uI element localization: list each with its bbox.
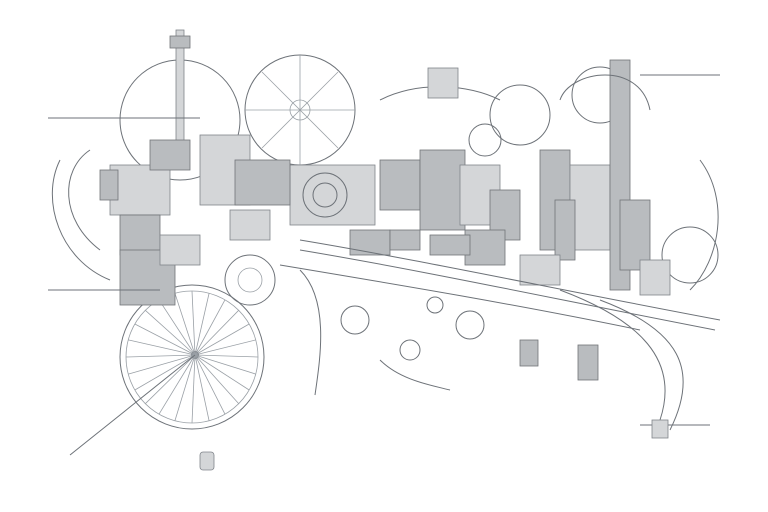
wheel-spoke [194,293,210,356]
wheel-spoke [145,354,196,404]
machine-block [159,234,201,266]
machine-block [389,229,421,251]
wheel-spoke [158,299,196,356]
gear [224,254,276,306]
wheel-spoke [134,323,196,356]
machine-block [379,159,421,211]
wheel-spoke [174,293,196,356]
engine-blocks [99,59,671,306]
machine-block [99,169,119,201]
wheel-spoke [158,354,196,415]
machine-block [464,229,506,266]
gear [340,305,370,335]
wheel-spoke [125,354,196,358]
wheel-spoke [128,339,196,356]
gear [489,84,551,146]
wheel-spoke [128,354,196,375]
wheel-spoke [194,354,256,375]
wheel-spoke [145,310,196,356]
machine-block [149,139,191,171]
gear [399,339,421,361]
spoked-wheel [119,284,265,430]
central-gear [289,164,376,226]
wheel-spoke [194,354,239,404]
wheel-spoke [191,290,196,356]
wheel-spoke [174,354,196,421]
machine-block [229,209,271,241]
machine-block [419,149,466,231]
machine-block [554,199,576,261]
wheel-spoke [191,354,196,424]
small-box [519,339,539,367]
gear [426,296,444,314]
diagonal-rod [69,354,196,456]
machine-block [569,164,611,251]
machine-block [639,259,671,296]
small-box [427,67,459,99]
small-box [651,419,669,439]
wheel-spoke [194,299,226,356]
machine-block [119,214,161,256]
gear [455,310,485,340]
wheel-spoke [194,354,210,421]
wheel-spoke [194,354,226,415]
wheel-spoke [194,339,256,356]
machine-block [619,199,651,271]
wheel-spoke [194,310,239,356]
gear [661,226,719,284]
wheel-spoke [194,323,250,356]
machine-block [109,164,171,216]
lantern-box [199,451,215,471]
wheel-spoke [194,354,259,358]
machine-block [519,254,561,286]
gear [468,123,502,157]
machine-block [349,229,391,256]
wheel-spoke [134,354,196,391]
wheel-spoke [194,354,250,391]
machine-block [234,159,291,206]
machine-block [429,234,471,256]
small-box [577,344,599,381]
